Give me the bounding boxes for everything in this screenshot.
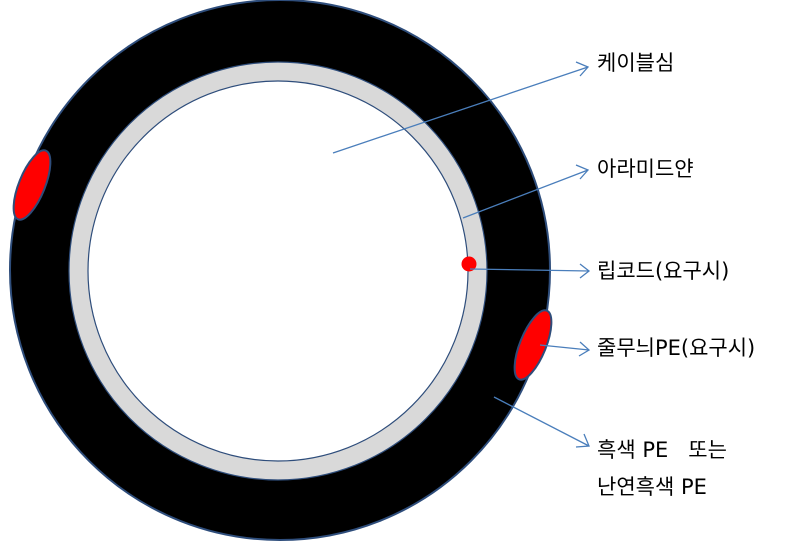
arrowhead-rip-cord <box>579 263 591 279</box>
leader-line-stripe-pe <box>539 344 590 351</box>
label-jacket-line-1: 흑색 PE 또는 <box>597 438 727 462</box>
leader-line-rip-cord <box>469 268 590 272</box>
label-cable-core: 케이블심 <box>597 51 675 75</box>
rip-cord-marker <box>461 256 477 272</box>
label-jacket-line-2: 난연흑색 PE <box>597 475 707 499</box>
leader-line-cable-core <box>332 66 589 154</box>
arrowhead-stripe-pe <box>578 341 591 357</box>
stripe-pe-marker-left <box>12 149 52 221</box>
arrowhead-aramid-yarn <box>575 164 590 180</box>
leader-line-aramid-yarn <box>462 169 589 219</box>
leader-line-jacket <box>493 396 590 447</box>
arrowhead-cable-core <box>575 61 590 77</box>
cable-core <box>87 80 469 462</box>
label-stripe-pe: 줄무늬PE(요구시) <box>597 336 756 360</box>
stripe-pe-marker-right <box>513 309 553 381</box>
label-aramid-yarn: 아라미드얀 <box>597 157 694 181</box>
arrowhead-jacket <box>575 433 590 448</box>
label-rip-cord: 립코드(요구시) <box>597 259 730 283</box>
